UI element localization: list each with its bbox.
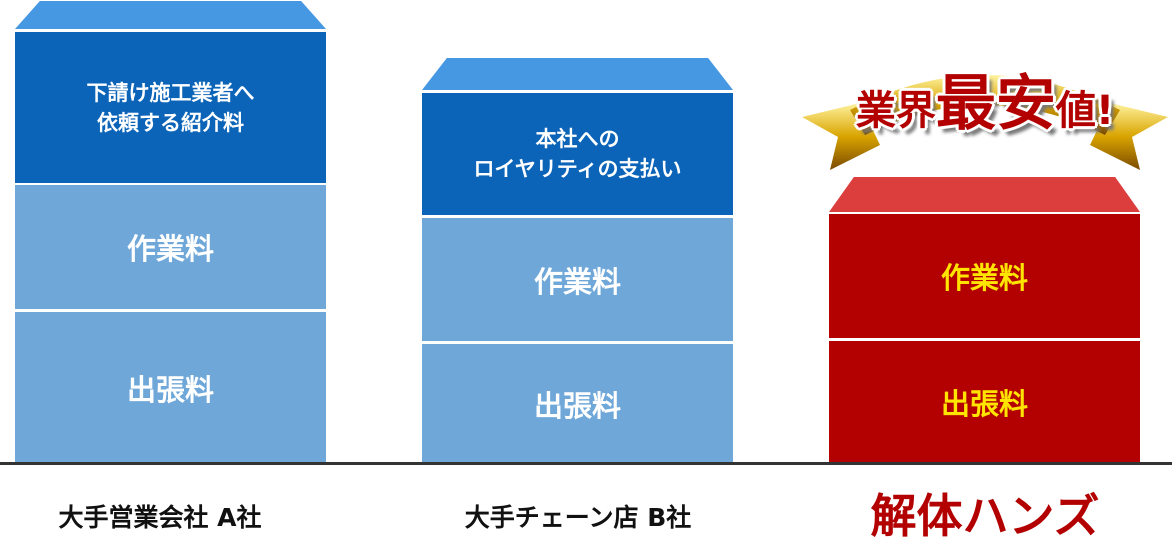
baseline — [0, 462, 1172, 465]
ribbon-icon — [802, 75, 1168, 170]
royalty-segment: 本社への ロイヤリティの支払い — [422, 93, 733, 215]
segment-label: 作業料 — [126, 232, 214, 266]
segment-label: 本社への ロイヤリティの支払い — [473, 127, 682, 181]
travel-fee-segment: 出張料 — [829, 341, 1140, 463]
column-label: 大手営業会社 A社 — [58, 503, 262, 532]
segment-label: 出張料 — [126, 372, 214, 407]
work-fee-segment: 作業料 — [15, 185, 326, 309]
travel-fee-segment: 出張料 — [15, 312, 326, 463]
column-top-face — [829, 177, 1140, 212]
column-top-face — [422, 58, 733, 90]
badge-text-lowest: 最安 — [935, 69, 1056, 139]
segment-label: 作業料 — [940, 261, 1028, 295]
column-label: 解体ハンズ — [870, 489, 1100, 543]
badge-text-industry: 業界 — [855, 88, 936, 134]
column-top-face — [15, 1, 326, 29]
referral-fee-segment: 下請け施工業者へ 依頼する紹介料 — [15, 32, 326, 183]
segment-label: 下請け施工業者へ 依頼する紹介料 — [86, 80, 255, 135]
work-fee-segment: 作業料 — [422, 218, 733, 341]
column-label: 大手チェーン店 B社 — [464, 503, 692, 532]
lowest-price-badge: 業界最安値! — [800, 55, 1170, 175]
segment-label: 出張料 — [940, 387, 1028, 421]
work-fee-segment: 作業料 — [829, 214, 1140, 338]
badge-text: 業界最安値! — [800, 55, 1170, 142]
segment-label: 出張料 — [533, 388, 621, 423]
travel-fee-segment: 出張料 — [422, 344, 733, 463]
badge-text-price: 値! — [1055, 88, 1115, 134]
segment-label: 作業料 — [533, 264, 621, 299]
